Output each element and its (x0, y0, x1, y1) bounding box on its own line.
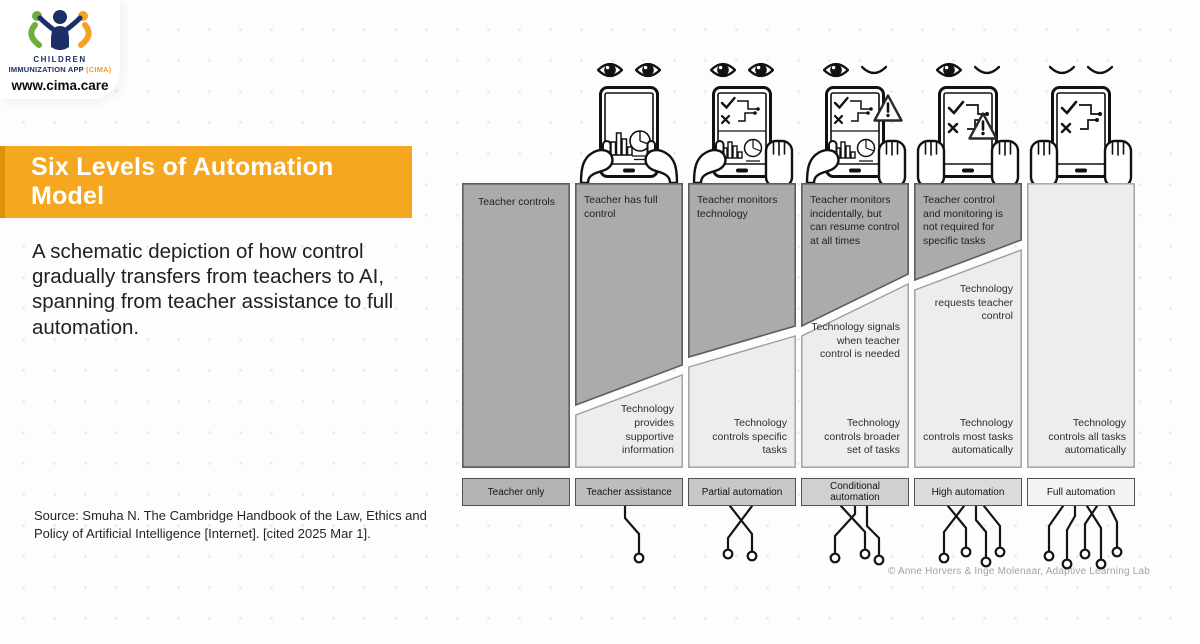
art-conditional-automation (801, 58, 909, 183)
technology-region-text: Technology controls broader set of tasks (824, 417, 900, 457)
column-conditional-automation: Teacher monitors incidentally, but can r… (801, 58, 909, 574)
art-empty (462, 58, 570, 183)
panel-shape (575, 183, 683, 468)
technology-region-text: Technology controls specific tasks (712, 417, 787, 457)
eye-closed-icon (974, 65, 1000, 75)
eye-open-icon (748, 62, 774, 78)
technology-region-text: Technology provides supportive informati… (620, 403, 674, 457)
raised-palm-icon (877, 139, 907, 183)
source-citation: Source: Smuha N. The Cambridge Handbook … (34, 508, 427, 541)
level-label: Teacher only (462, 478, 570, 506)
level-label: Full automation (1027, 478, 1135, 506)
page-title: Six Levels of Automation Model (31, 153, 334, 210)
teacher-region-text: Teacher monitors technology (697, 194, 778, 220)
technology-region-text: Technology controls all tasks automatica… (1048, 417, 1126, 457)
wire-lines (688, 506, 796, 574)
panel-shape (688, 183, 796, 468)
teacher-region-text: Teacher controls (477, 196, 556, 208)
wires-none (462, 506, 570, 574)
panel-full-automation: Technology controls all tasks automatica… (1027, 183, 1135, 468)
teacher-region-text: Teacher monitors incidentally, but can r… (810, 194, 900, 247)
description-text: A schematic depiction of how control gra… (32, 240, 394, 339)
panel-shape (1027, 183, 1135, 468)
level-label: High automation (914, 478, 1022, 506)
level-label: Conditional automation (801, 478, 909, 506)
cima-logo-icon (28, 10, 92, 50)
column-teacher-only: Teacher controls Teacher only (462, 58, 570, 574)
wire-lines (914, 506, 1022, 574)
art-full-automation (1027, 58, 1135, 183)
wire-lines (1027, 506, 1135, 574)
eye-closed-icon (1049, 65, 1075, 75)
level-label: Teacher assistance (575, 478, 683, 506)
column-high-automation: Teacher control and monitoring is not re… (914, 58, 1022, 574)
teacher-region-text: Teacher control and monitoring is not re… (923, 194, 1003, 247)
technology-request-text: Technology requests teacher control (934, 283, 1013, 323)
credit-line: © Anne Horvers & Inge Molenaar, Adaptive… (887, 566, 1150, 577)
eye-closed-icon (861, 65, 887, 75)
art-high-automation (914, 58, 1022, 183)
brand-suffix: (CIMA) (86, 65, 112, 74)
panel-teacher-only: Teacher controls (462, 183, 570, 468)
brand-name-line1: CHILDREN (33, 55, 87, 64)
panel-conditional-automation: Teacher monitors incidentally, but can r… (801, 183, 909, 468)
automation-levels-diagram: Teacher controls Teacher only (462, 58, 1142, 574)
column-teacher-assistance: Teacher has full control Technology prov… (575, 58, 683, 574)
technology-region-text: Technology controls most tasks automatic… (923, 417, 1013, 457)
eye-open-icon (823, 62, 849, 78)
panel-shape (914, 183, 1022, 468)
raised-palm-icon (990, 139, 1020, 183)
raised-palm-icon (764, 139, 794, 183)
wire-lines (801, 506, 909, 574)
art-teacher-assistance (575, 58, 683, 183)
eye-open-icon (710, 62, 736, 78)
eye-open-icon (936, 62, 962, 78)
raised-palm-icon (1103, 139, 1133, 183)
level-label: Partial automation (688, 478, 796, 506)
art-partial-automation (688, 58, 796, 183)
brand-website: www.cima.care (11, 78, 109, 93)
column-full-automation: Technology controls all tasks automatica… (1027, 58, 1135, 574)
panel-partial-automation: Teacher monitors technology Technology c… (688, 183, 796, 468)
wire-lines (575, 506, 683, 574)
panel-shape (462, 183, 570, 468)
panel-teacher-assistance: Teacher has full control Technology prov… (575, 183, 683, 468)
eye-open-icon (597, 62, 623, 78)
panel-shape (801, 183, 909, 468)
panel-high-automation: Teacher control and monitoring is not re… (914, 183, 1022, 468)
brand-card: CHILDREN IMMUNIZATION APP (CIMA) www.cim… (0, 0, 120, 99)
raised-palm-icon (916, 139, 946, 183)
eye-open-icon (635, 62, 661, 78)
brand-name-line2: IMMUNIZATION APP (CIMA) (8, 65, 112, 74)
column-partial-automation: Teacher monitors technology Technology c… (688, 58, 796, 574)
eye-closed-icon (1087, 65, 1113, 75)
teacher-region-text: Teacher has full control (584, 194, 658, 220)
raised-palm-icon (1029, 139, 1059, 183)
technology-signal-text: Technology signals when teacher control … (811, 321, 900, 361)
title-banner: Six Levels of Automation Model (0, 146, 412, 218)
